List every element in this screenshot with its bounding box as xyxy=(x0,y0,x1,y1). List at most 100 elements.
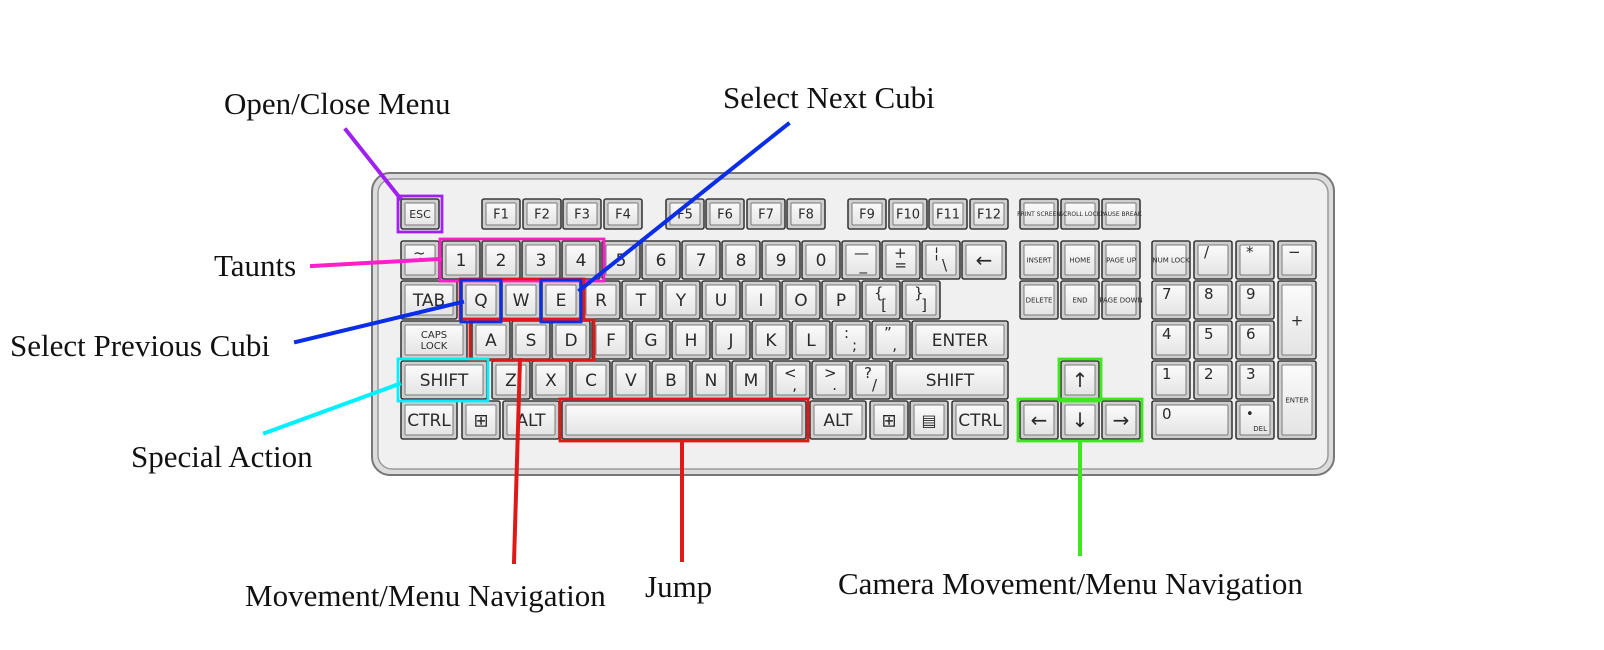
key-t[interactable]: T xyxy=(621,280,661,320)
key-quote[interactable]: ”, xyxy=(871,320,911,360)
key-h[interactable]: H xyxy=(671,320,711,360)
key-home[interactable]: HOME xyxy=(1060,240,1100,280)
key-n3[interactable]: 3 xyxy=(521,240,561,280)
key-v[interactable]: V xyxy=(611,360,651,400)
key-f11[interactable]: F11 xyxy=(928,198,968,230)
key-y[interactable]: Y xyxy=(661,280,701,320)
key-f[interactable]: F xyxy=(591,320,631,360)
key-np-dot[interactable]: •DEL xyxy=(1235,400,1275,440)
key-f10[interactable]: F10 xyxy=(888,198,928,230)
key-gt[interactable]: >. xyxy=(811,360,851,400)
key-z[interactable]: Z xyxy=(491,360,531,400)
key-rbrace[interactable]: }] xyxy=(901,280,941,320)
key-esc[interactable]: ESC xyxy=(400,198,440,230)
key-f8[interactable]: F8 xyxy=(786,198,826,230)
key-f1[interactable]: F1 xyxy=(481,198,521,230)
key-np2[interactable]: 2 xyxy=(1193,360,1233,400)
key-e[interactable]: E xyxy=(541,280,581,320)
key-f12[interactable]: F12 xyxy=(969,198,1009,230)
key-right-ctrl[interactable]: CTRL xyxy=(951,400,1009,440)
key-u[interactable]: U xyxy=(701,280,741,320)
key-end[interactable]: END xyxy=(1060,280,1100,320)
key-np8[interactable]: 8 xyxy=(1193,280,1233,320)
key-right-win[interactable]: ⊞ xyxy=(869,400,909,440)
key-o[interactable]: O xyxy=(781,280,821,320)
key-x[interactable]: X xyxy=(531,360,571,400)
key-k[interactable]: K xyxy=(751,320,791,360)
key-arrow-up[interactable]: ↑ xyxy=(1060,360,1100,400)
key-np0[interactable]: 0 xyxy=(1151,400,1233,440)
key-left-ctrl[interactable]: CTRL xyxy=(400,400,458,440)
key-w[interactable]: W xyxy=(501,280,541,320)
key-insert[interactable]: INSERT xyxy=(1019,240,1059,280)
key-plus[interactable]: += xyxy=(881,240,921,280)
key-np-minus[interactable]: − xyxy=(1277,240,1317,280)
key-m[interactable]: M xyxy=(731,360,771,400)
key-n1[interactable]: 1 xyxy=(441,240,481,280)
key-j[interactable]: J xyxy=(711,320,751,360)
key-np6[interactable]: 6 xyxy=(1235,320,1275,360)
key-pipe[interactable]: ¦\ xyxy=(921,240,961,280)
key-spacebar[interactable] xyxy=(561,400,807,440)
key-n8[interactable]: 8 xyxy=(721,240,761,280)
key-n7[interactable]: 7 xyxy=(681,240,721,280)
key-lt[interactable]: <, xyxy=(771,360,811,400)
key-c[interactable]: C xyxy=(571,360,611,400)
key-np-enter[interactable]: ENTER xyxy=(1277,360,1317,440)
key-lbrace[interactable]: {[ xyxy=(861,280,901,320)
key-n9[interactable]: 9 xyxy=(761,240,801,280)
key-enter[interactable]: ENTER xyxy=(911,320,1009,360)
key-page-up[interactable]: PAGE UP xyxy=(1101,240,1141,280)
key-g[interactable]: G xyxy=(631,320,671,360)
key-np4[interactable]: 4 xyxy=(1151,320,1191,360)
key-np7[interactable]: 7 xyxy=(1151,280,1191,320)
key-arrow-down[interactable]: ↓ xyxy=(1060,400,1100,440)
key-s[interactable]: S xyxy=(511,320,551,360)
key-menu-key[interactable]: ▤ xyxy=(909,400,949,440)
key-arrow-left[interactable]: ← xyxy=(1019,400,1059,440)
key-p[interactable]: P xyxy=(821,280,861,320)
key-arrow-right[interactable]: → xyxy=(1101,400,1141,440)
key-question[interactable]: ?/ xyxy=(851,360,891,400)
key-colon[interactable]: :; xyxy=(831,320,871,360)
key-n2[interactable]: 2 xyxy=(481,240,521,280)
key-q[interactable]: Q xyxy=(461,280,501,320)
key-num-lock[interactable]: NUM LOCK xyxy=(1151,240,1191,280)
key-f5[interactable]: F5 xyxy=(665,198,705,230)
key-n[interactable]: N xyxy=(691,360,731,400)
key-np9[interactable]: 9 xyxy=(1235,280,1275,320)
key-a[interactable]: A xyxy=(471,320,511,360)
key-n6[interactable]: 6 xyxy=(641,240,681,280)
key-right-alt[interactable]: ALT xyxy=(809,400,867,440)
key-np-mul[interactable]: * xyxy=(1235,240,1275,280)
key-b[interactable]: B xyxy=(651,360,691,400)
key-np5[interactable]: 5 xyxy=(1193,320,1233,360)
key-np3[interactable]: 3 xyxy=(1235,360,1275,400)
key-np-plus[interactable]: + xyxy=(1277,280,1317,360)
key-f2[interactable]: F2 xyxy=(522,198,562,230)
key-np-div[interactable]: / xyxy=(1193,240,1233,280)
key-r[interactable]: R xyxy=(581,280,621,320)
key-n4[interactable]: 4 xyxy=(561,240,601,280)
key-n0[interactable]: 0 xyxy=(801,240,841,280)
key-right-shift[interactable]: SHIFT xyxy=(891,360,1009,400)
key-l[interactable]: L xyxy=(791,320,831,360)
key-f4[interactable]: F4 xyxy=(603,198,643,230)
key-pause-break[interactable]: PAUSE BREAK xyxy=(1100,198,1143,230)
key-scroll-lock[interactable]: SCROLL LOCK xyxy=(1059,198,1102,230)
key-page-down[interactable]: PAGE DOWN xyxy=(1099,280,1143,320)
key-left-alt[interactable]: ALT xyxy=(502,400,560,440)
key-f7[interactable]: F7 xyxy=(746,198,786,230)
key-delete[interactable]: DELETE xyxy=(1019,280,1059,320)
key-print-screen[interactable]: PRINT SCREEN xyxy=(1017,198,1061,230)
key-minus[interactable]: —_ xyxy=(841,240,881,280)
key-np1[interactable]: 1 xyxy=(1151,360,1191,400)
key-f6[interactable]: F6 xyxy=(705,198,745,230)
key-f9[interactable]: F9 xyxy=(847,198,887,230)
key-d[interactable]: D xyxy=(551,320,591,360)
key-backspace[interactable]: ← xyxy=(961,240,1007,280)
key-i[interactable]: I xyxy=(741,280,781,320)
key-left-shift[interactable]: SHIFT xyxy=(400,360,488,400)
key-f3[interactable]: F3 xyxy=(562,198,602,230)
